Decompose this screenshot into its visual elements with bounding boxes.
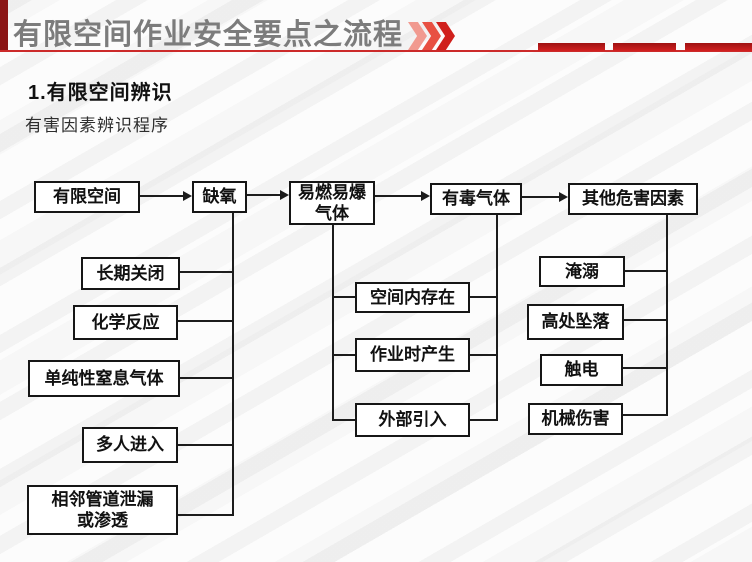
header-dash-decor — [538, 43, 605, 51]
page-title: 有限空间作业安全要点之流程 — [13, 19, 404, 51]
connector-line — [332, 419, 355, 421]
connector-line — [666, 215, 668, 416]
chevron-right-icon — [436, 22, 455, 50]
chevron-right-icon — [408, 22, 427, 50]
header-dash-decor — [685, 43, 752, 51]
flow-node-drowning: 淹溺 — [539, 256, 625, 287]
connector-line — [332, 354, 355, 356]
connector-line — [522, 196, 560, 198]
connector-line — [332, 225, 334, 421]
flow-node-electric-shock: 触电 — [540, 354, 623, 386]
connector-line — [624, 319, 666, 321]
flow-node-generated-during-work: 作业时产生 — [355, 338, 470, 372]
flow-node-mechanical-injury: 机械伤害 — [528, 403, 623, 435]
connector-line — [178, 514, 232, 516]
connector-line — [140, 195, 184, 197]
connector-line — [178, 320, 232, 322]
flow-node-existing-in-space: 空间内存在 — [355, 282, 470, 313]
connector-line — [178, 444, 232, 446]
flow-node-oxygen-deficiency: 缺氧 — [192, 181, 247, 213]
header-accent-bar — [0, 0, 8, 52]
connector-line — [180, 271, 232, 273]
arrow-right-icon — [421, 191, 430, 201]
flow-node-toxic-gas: 有毒气体 — [430, 183, 522, 215]
arrow-right-icon — [559, 192, 568, 202]
flow-node-chemical-reaction: 化学反应 — [73, 305, 178, 340]
flow-node-other-hazards: 其他危害因素 — [568, 183, 698, 215]
connector-line — [470, 419, 496, 421]
connector-line — [470, 354, 496, 356]
flow-node-confined-space: 有限空间 — [34, 181, 140, 213]
arrow-right-icon — [183, 191, 192, 201]
flow-node-external-introduction: 外部引入 — [355, 403, 470, 437]
header-divider — [0, 50, 752, 52]
connector-line — [375, 195, 422, 197]
flow-node-flammable-explosive-gas: 易燃易爆 气体 — [289, 181, 375, 225]
flow-node-long-term-closure: 长期关闭 — [81, 257, 180, 290]
connector-line — [625, 270, 666, 272]
connector-line — [496, 215, 498, 421]
connector-line — [332, 296, 355, 298]
connector-line — [232, 213, 234, 516]
connector-line — [247, 194, 281, 196]
connector-line — [180, 377, 232, 379]
section-subheading: 有害因素辨识程序 — [25, 116, 169, 135]
chevron-right-icon — [422, 22, 441, 50]
connector-line — [623, 367, 666, 369]
flow-node-multiple-people-entering: 多人进入 — [82, 427, 178, 463]
flow-node-adjacent-pipeline-leak: 相邻管道泄漏 或渗透 — [27, 485, 178, 535]
flow-node-fall-from-height: 高处坠落 — [527, 304, 624, 340]
connector-line — [470, 296, 496, 298]
connector-line — [623, 414, 666, 416]
triple-chevron-right-icon — [408, 22, 455, 50]
section-heading: 1.有限空间辨识 — [28, 82, 173, 104]
arrow-right-icon — [280, 190, 289, 200]
flow-node-simple-asphyxiant-gas: 单纯性窒息气体 — [28, 360, 180, 397]
header-dash-decor — [613, 43, 676, 51]
